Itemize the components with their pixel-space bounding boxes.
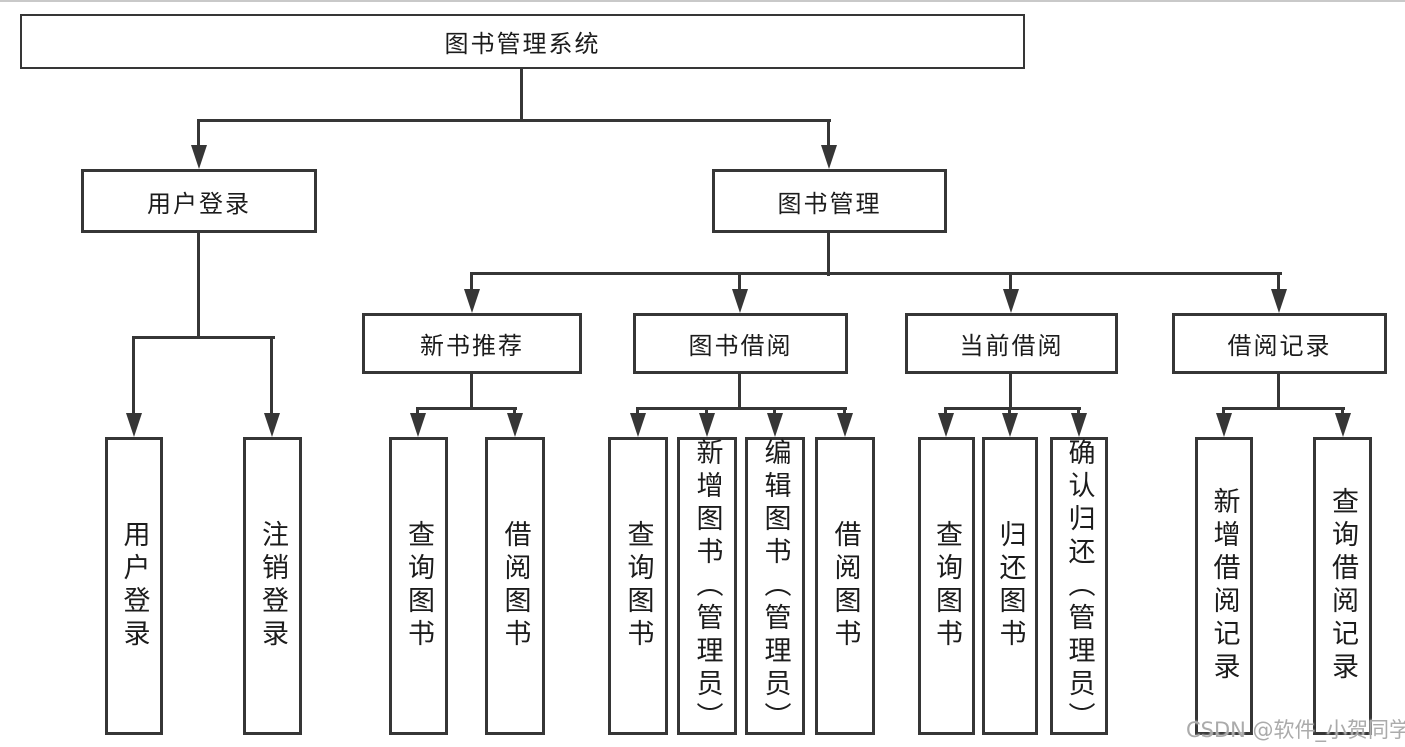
connector-level3-stem: [1277, 272, 1280, 292]
connector-leaf-stem: [1341, 407, 1344, 417]
leaf-label: 归还图书: [994, 520, 1026, 652]
arrow-down-icon: [1335, 413, 1351, 437]
node-label: 新书推荐: [420, 332, 524, 360]
connector-level3-stem: [470, 272, 473, 292]
connector-level3-stem: [738, 272, 741, 292]
connector-group5-bar: [1222, 407, 1345, 410]
leaf-user-login: 用户登录: [105, 437, 163, 735]
connector-leaf-stem: [944, 407, 947, 417]
arrow-down-icon: [1071, 413, 1087, 437]
connector-leaf-stem: [636, 407, 639, 417]
node-label: 当前借阅: [959, 332, 1064, 360]
arrow-down-icon: [1002, 413, 1018, 437]
connector-user-login-down: [197, 233, 200, 339]
leaf-borrow-books: 借阅图书: [815, 437, 875, 735]
leaf-label: 用户登录: [118, 520, 150, 652]
connector-book-mgmt-down: [827, 233, 830, 276]
connector-level2-bar: [197, 119, 831, 122]
connector-group2-down: [470, 374, 473, 410]
leaf-label: 新增借阅记录: [1208, 487, 1240, 685]
leaf-confirm-return-admin: 确认归还（管理员）: [1050, 437, 1108, 735]
node-label: 用户登录: [147, 189, 251, 218]
node-new-book-recommend: 新书推荐: [362, 313, 582, 374]
connector-group4-down: [1009, 374, 1012, 410]
connector-leaf-stem: [1222, 407, 1225, 417]
arrow-down-icon: [821, 145, 837, 169]
leaf-label: 注销登录: [257, 520, 288, 652]
node-label: 借阅记录: [1227, 332, 1332, 360]
connector-level3-stem: [1009, 272, 1012, 292]
node-book-borrow: 图书借阅: [633, 313, 848, 374]
arrow-down-icon: [837, 413, 853, 437]
connector-group2-bar: [416, 407, 517, 410]
connector-root-stem: [520, 69, 523, 122]
leaf-query-books-recommend: 查询图书: [389, 437, 448, 735]
arrow-down-icon: [1003, 289, 1019, 313]
leaf-borrow-books-recommend: 借阅图书: [485, 437, 545, 735]
leaf-label: 查询图书: [622, 520, 654, 652]
leaf-label: 新增图书（管理员）: [691, 437, 723, 735]
top-edge-rule: [0, 0, 1405, 2]
arrow-down-icon: [732, 289, 748, 313]
node-user-login: 用户登录: [81, 169, 317, 233]
connector-leaf-stem: [1008, 407, 1011, 417]
connector-leaf-stem: [270, 336, 273, 416]
node-label: 图书借阅: [688, 332, 793, 360]
arrow-down-icon: [464, 289, 480, 313]
arrow-down-icon: [767, 413, 783, 437]
connector-leaf-stem: [773, 407, 776, 417]
arrow-down-icon: [191, 145, 207, 169]
leaf-add-book-admin: 新增图书（管理员）: [677, 437, 737, 735]
leaf-label: 借阅图书: [829, 520, 861, 652]
connector-leaf-stem: [843, 407, 846, 417]
leaf-query-books-current: 查询图书: [918, 437, 975, 735]
connector-level3-bar: [470, 272, 1282, 275]
connector-group3-down: [738, 374, 741, 410]
leaf-label: 编辑图书（管理员）: [759, 437, 791, 735]
leaf-label: 查询图书: [931, 520, 962, 652]
leaf-return-books: 归还图书: [982, 437, 1038, 735]
node-label: 图书管理系统: [444, 30, 601, 58]
node-book-management: 图书管理: [712, 169, 947, 233]
node-borrow-records: 借阅记录: [1172, 313, 1387, 374]
node-current-borrow: 当前借阅: [905, 313, 1118, 374]
connector-group3-bar: [636, 407, 847, 410]
connector-leaf-stem: [705, 407, 708, 417]
leaf-label: 查询借阅记录: [1327, 487, 1358, 685]
node-library-system: 图书管理系统: [20, 14, 1025, 69]
connector-group1-bar: [132, 336, 275, 339]
connector-group5-down: [1277, 374, 1280, 410]
leaf-label: 查询图书: [403, 520, 434, 652]
arrow-down-icon: [630, 413, 646, 437]
leaf-query-books-borrow: 查询图书: [608, 437, 668, 735]
arrow-down-icon: [1216, 413, 1232, 437]
arrow-down-icon: [507, 413, 523, 437]
node-label: 图书管理: [777, 189, 882, 218]
connector-group4-bar: [944, 407, 1081, 410]
connector-user-login-stem: [197, 119, 200, 149]
arrow-down-icon: [699, 413, 715, 437]
connector-leaf-stem: [132, 336, 135, 416]
arrow-down-icon: [1271, 289, 1287, 313]
watermark: CSDN @软件_小贺同学: [1186, 718, 1405, 742]
connector-leaf-stem: [416, 407, 419, 417]
connector-book-mgmt-stem: [827, 119, 830, 149]
arrow-down-icon: [126, 413, 142, 437]
leaf-query-borrow-record: 查询借阅记录: [1313, 437, 1372, 735]
arrow-down-icon: [264, 413, 280, 437]
leaf-label: 确认归还（管理员）: [1063, 437, 1095, 735]
leaf-logout-login: 注销登录: [243, 437, 302, 735]
connector-leaf-stem: [1077, 407, 1080, 417]
leaf-label: 借阅图书: [499, 520, 531, 652]
leaf-edit-book-admin: 编辑图书（管理员）: [745, 437, 805, 735]
arrow-down-icon: [938, 413, 954, 437]
arrow-down-icon: [410, 413, 426, 437]
leaf-add-borrow-record: 新增借阅记录: [1195, 437, 1253, 735]
connector-leaf-stem: [513, 407, 516, 417]
